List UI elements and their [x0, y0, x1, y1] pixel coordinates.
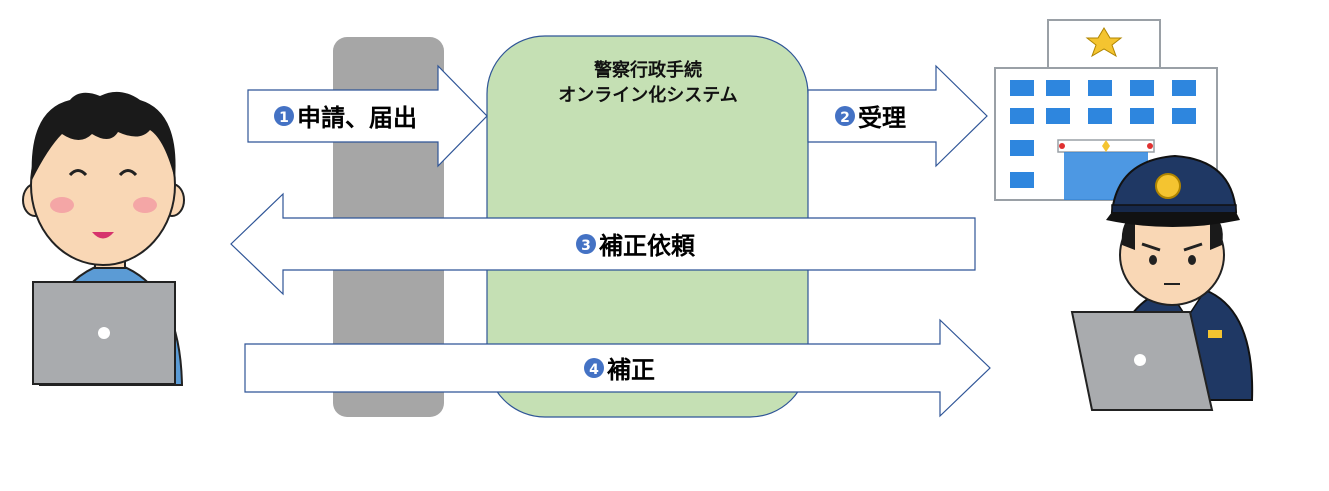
arrow-step-2: 2 受理	[807, 64, 988, 168]
badge-4-number: 4	[589, 362, 599, 378]
step-1-label: 申請、届出	[297, 104, 417, 132]
step-3-label: 補正依頼	[598, 232, 696, 260]
arrow-step-3: 3 補正依頼	[230, 192, 976, 296]
badge-4	[584, 358, 604, 378]
system-title-line1: 警察行政手続	[594, 59, 702, 81]
badge-2-number: 2	[840, 110, 850, 126]
police-officer-with-laptop-icon	[1070, 154, 1254, 411]
person-with-laptop-icon	[22, 91, 185, 386]
step-4-label: 補正	[606, 356, 655, 384]
badge-3	[576, 234, 596, 254]
police-station-icon	[994, 19, 1218, 201]
badge-3-number: 3	[581, 238, 591, 254]
badge-1-number: 1	[279, 110, 289, 126]
badge-2	[835, 106, 855, 126]
arrow-step-4: 4 補正	[244, 318, 991, 418]
arrow-step-1: 1 申請、届出	[247, 64, 488, 168]
badge-1	[274, 106, 294, 126]
system-title-line2: オンライン化システム	[558, 84, 737, 106]
step-2-label: 受理	[858, 104, 906, 132]
